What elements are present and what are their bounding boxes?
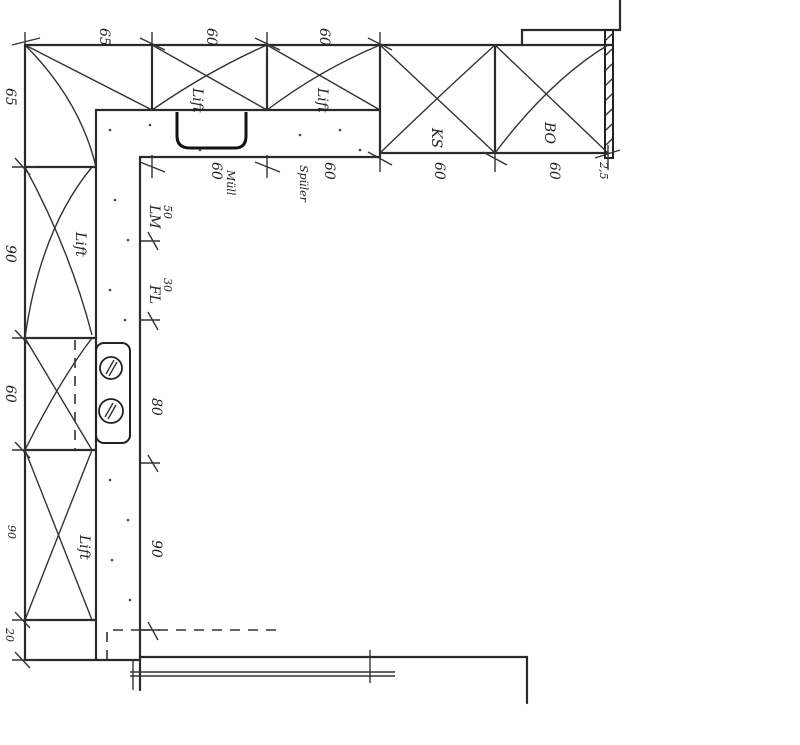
wall-top-right bbox=[520, 0, 622, 159]
cab-lift-1: Lift bbox=[189, 87, 205, 113]
dim-lm: 50 bbox=[161, 205, 174, 219]
label-spuler: Spüler bbox=[297, 165, 310, 203]
dim-left-90a: 90 bbox=[2, 245, 18, 263]
top-cabinet-run bbox=[23, 43, 614, 168]
cab-bo: BO bbox=[541, 121, 557, 145]
dim-ks-60: 60 bbox=[431, 162, 447, 180]
countertop-texture bbox=[108, 123, 362, 602]
burner-icon bbox=[99, 356, 123, 380]
dim-fl: 30 bbox=[161, 278, 174, 292]
dim-left-90b: 90 bbox=[5, 525, 18, 539]
dim-bo-60: 60 bbox=[546, 162, 562, 180]
dim-wall-2-5: 2,5 bbox=[597, 161, 610, 180]
dim-cooktop-80: 80 bbox=[148, 398, 164, 416]
label-fl: FL bbox=[146, 284, 162, 304]
dim-mull: 60 bbox=[208, 162, 224, 180]
dim-left-60: 60 bbox=[2, 385, 18, 403]
bottom-walls bbox=[130, 650, 529, 705]
dim-lower-90: 90 bbox=[148, 540, 164, 558]
label-lm: LM bbox=[146, 204, 162, 229]
left-cabinet-run bbox=[23, 43, 280, 692]
dim-left-20: 20 bbox=[3, 627, 16, 642]
cab-lift-left-2: Lift bbox=[76, 534, 92, 560]
left-dimension-ticks bbox=[12, 157, 160, 669]
dim-top-60b: 60 bbox=[316, 28, 332, 46]
dim-left-65: 65 bbox=[2, 88, 18, 106]
label-mull: Müll bbox=[224, 169, 237, 196]
cab-ks: KS bbox=[428, 127, 444, 148]
cab-lift-2: Lift bbox=[314, 87, 330, 113]
burner-icon bbox=[98, 398, 124, 424]
dim-top-60a: 60 bbox=[203, 28, 219, 46]
dim-spuler: 60 bbox=[321, 162, 337, 180]
labels: 65 60 60 60 60 2,5 Lift Lift KS BO 60 Mü… bbox=[2, 28, 610, 642]
cab-lift-left-1: Lift bbox=[72, 231, 88, 257]
dim-top-65: 65 bbox=[96, 28, 112, 46]
